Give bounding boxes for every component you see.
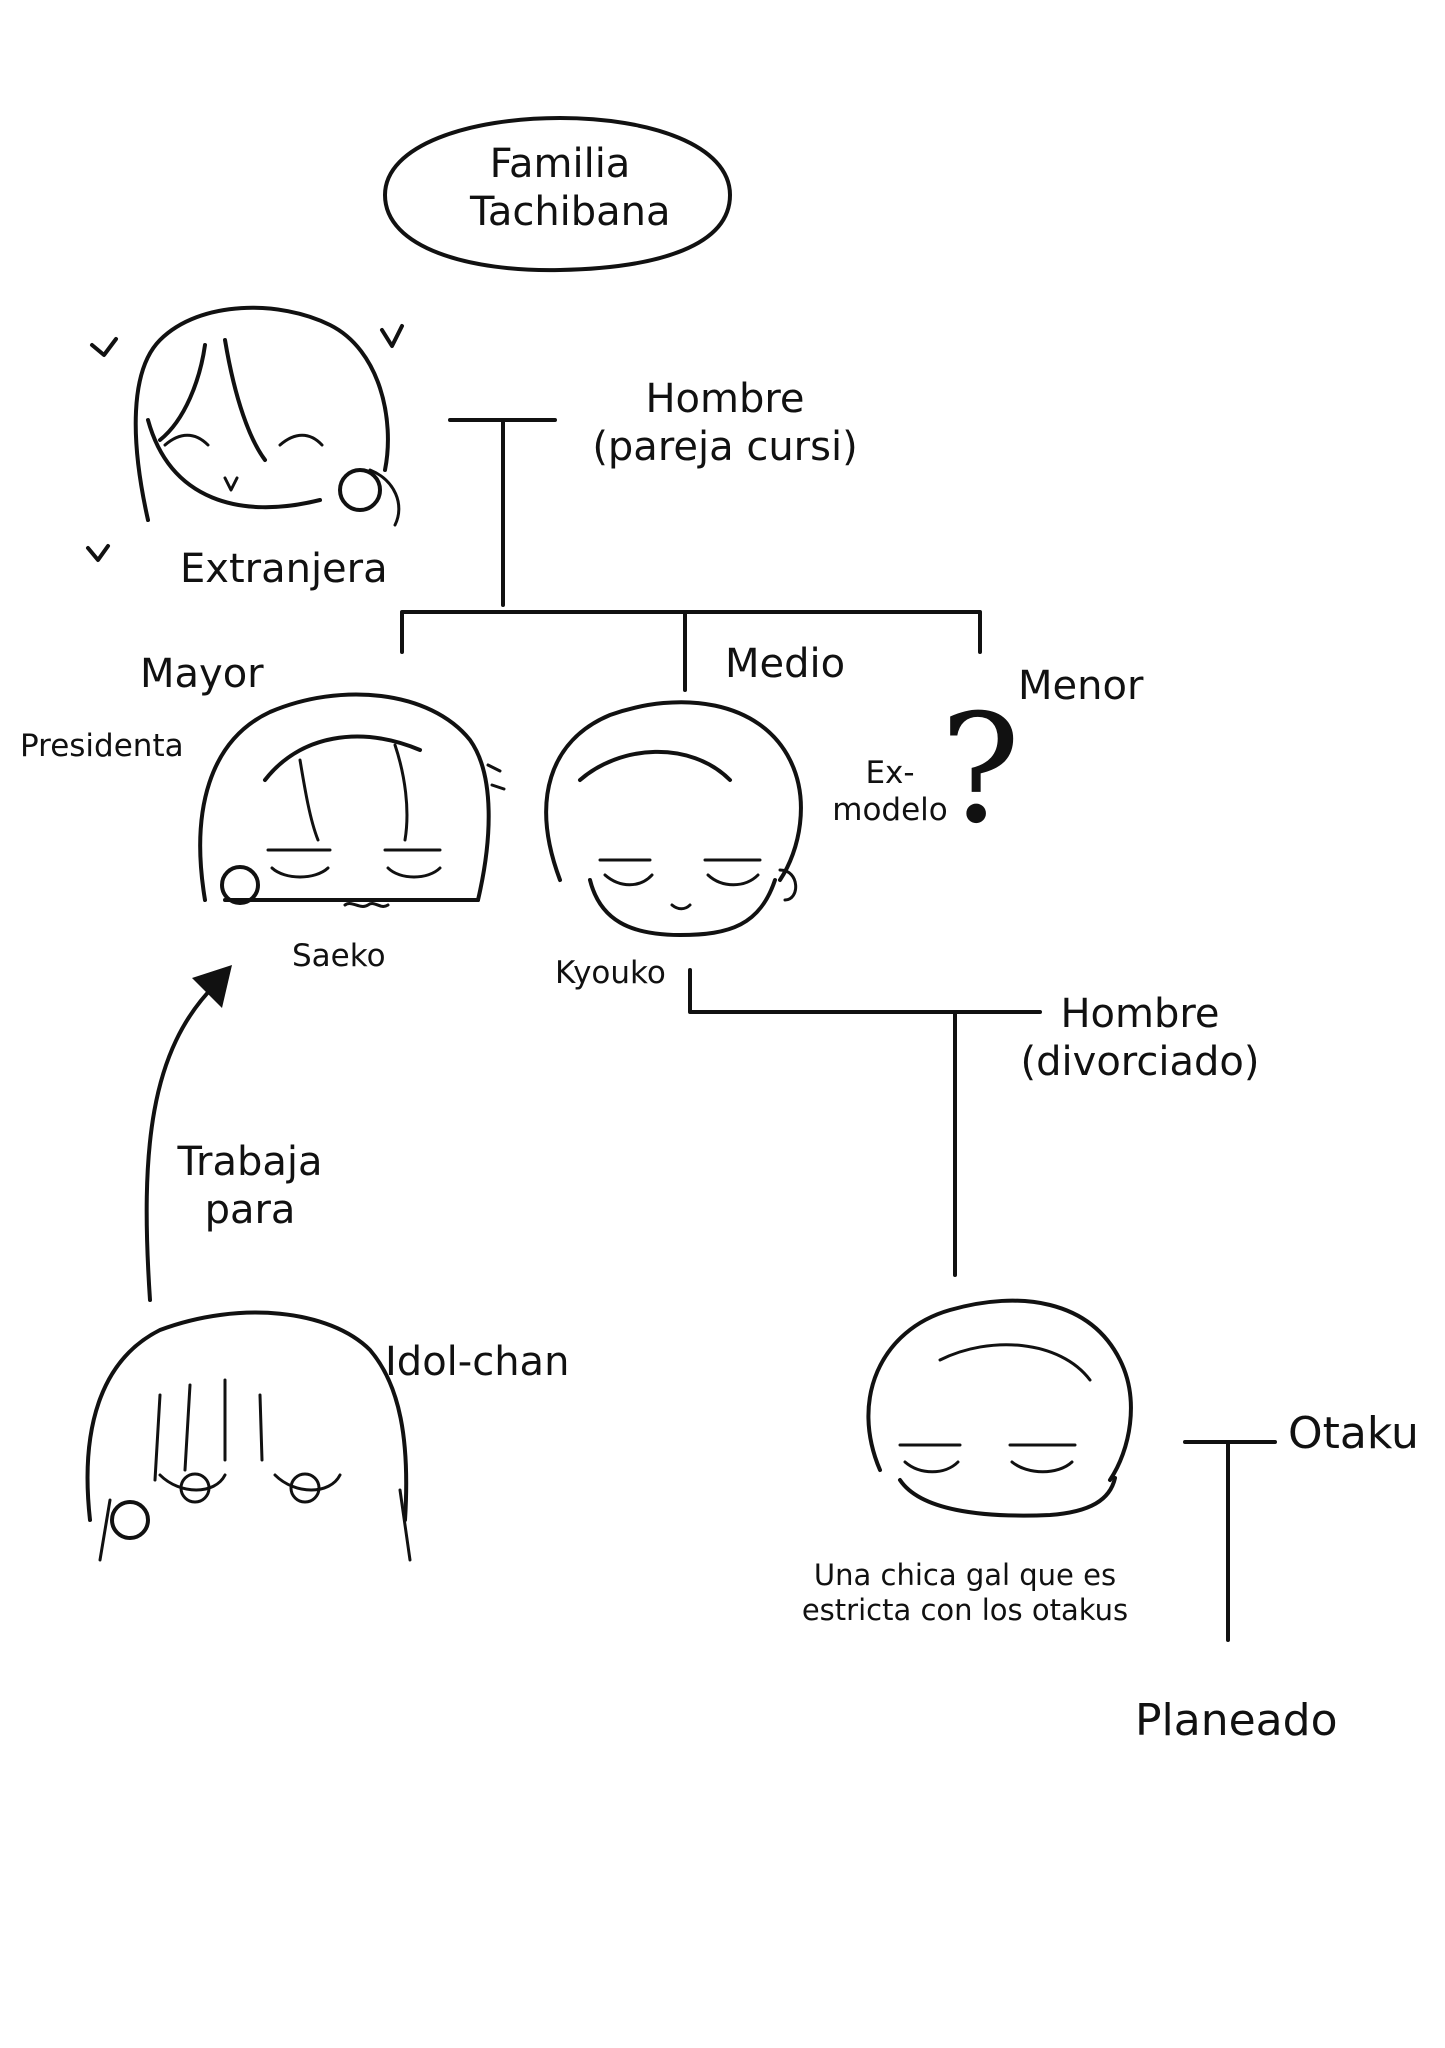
grandmother-face [86,305,404,562]
future-label: Planeado [1135,1695,1338,1746]
grandfather-label: Hombre (pareja cursi) [585,375,865,471]
kyouko-partner-label: Hombre (divorciado) [1010,990,1270,1086]
middle-name: Kyouko [555,955,666,991]
title: Familia Tachibana [470,140,671,236]
daughter-desc-line2: estricta con los otakus [801,1592,1129,1627]
idol-face [85,1310,412,1562]
heart-mark [90,337,118,357]
heart-mark [86,544,110,562]
eldest-name: Saeko [292,938,386,974]
grandmother-label: Extranjera [180,546,388,592]
middle-role: Ex- modelo [830,755,950,829]
youngest-rank: Menor [1018,663,1144,709]
kyouko-partner-line1: Hombre [1060,991,1220,1037]
grandfather-line2: (pareja cursi) [592,424,858,470]
saeko-face [198,692,506,908]
arrow-head [192,965,232,1008]
eldest-rank: Mayor [140,651,264,697]
siblings-bar [400,610,982,692]
grandfather-line1: Hombre [645,376,805,422]
title-speech-bubble [383,116,732,273]
idol-name: Idol-chan [385,1339,570,1385]
works-for-arrow [144,983,217,1302]
relation-line1: Trabaja [177,1139,323,1185]
heart-mark [380,324,404,348]
relation-line2: para [204,1187,296,1233]
daughter-description: Una chica gal que es estricta con los ot… [785,1558,1145,1628]
kyouko-face [544,700,803,937]
title-line2: Tachibana [470,189,671,235]
middle-role-line1: Ex- [865,755,915,791]
kyouko-couple-line [688,968,1042,1277]
daughter-partner-label: Otaku [1288,1408,1419,1459]
daughter-face [866,1298,1133,1518]
daughter-couple-line [1183,1440,1277,1642]
title-line1: Familia [489,141,631,187]
daughter-desc-line1: Una chica gal que es [813,1558,1117,1592]
relation-label: Trabaja para [165,1138,335,1234]
kyouko-partner-line2: (divorciado) [1020,1039,1260,1085]
middle-role-line2: modelo [832,792,948,829]
eldest-role: Presidenta [20,728,184,764]
youngest-question-mark: ? [940,683,1021,857]
middle-rank: Medio [725,641,846,687]
grandparents-couple-line [448,418,557,607]
